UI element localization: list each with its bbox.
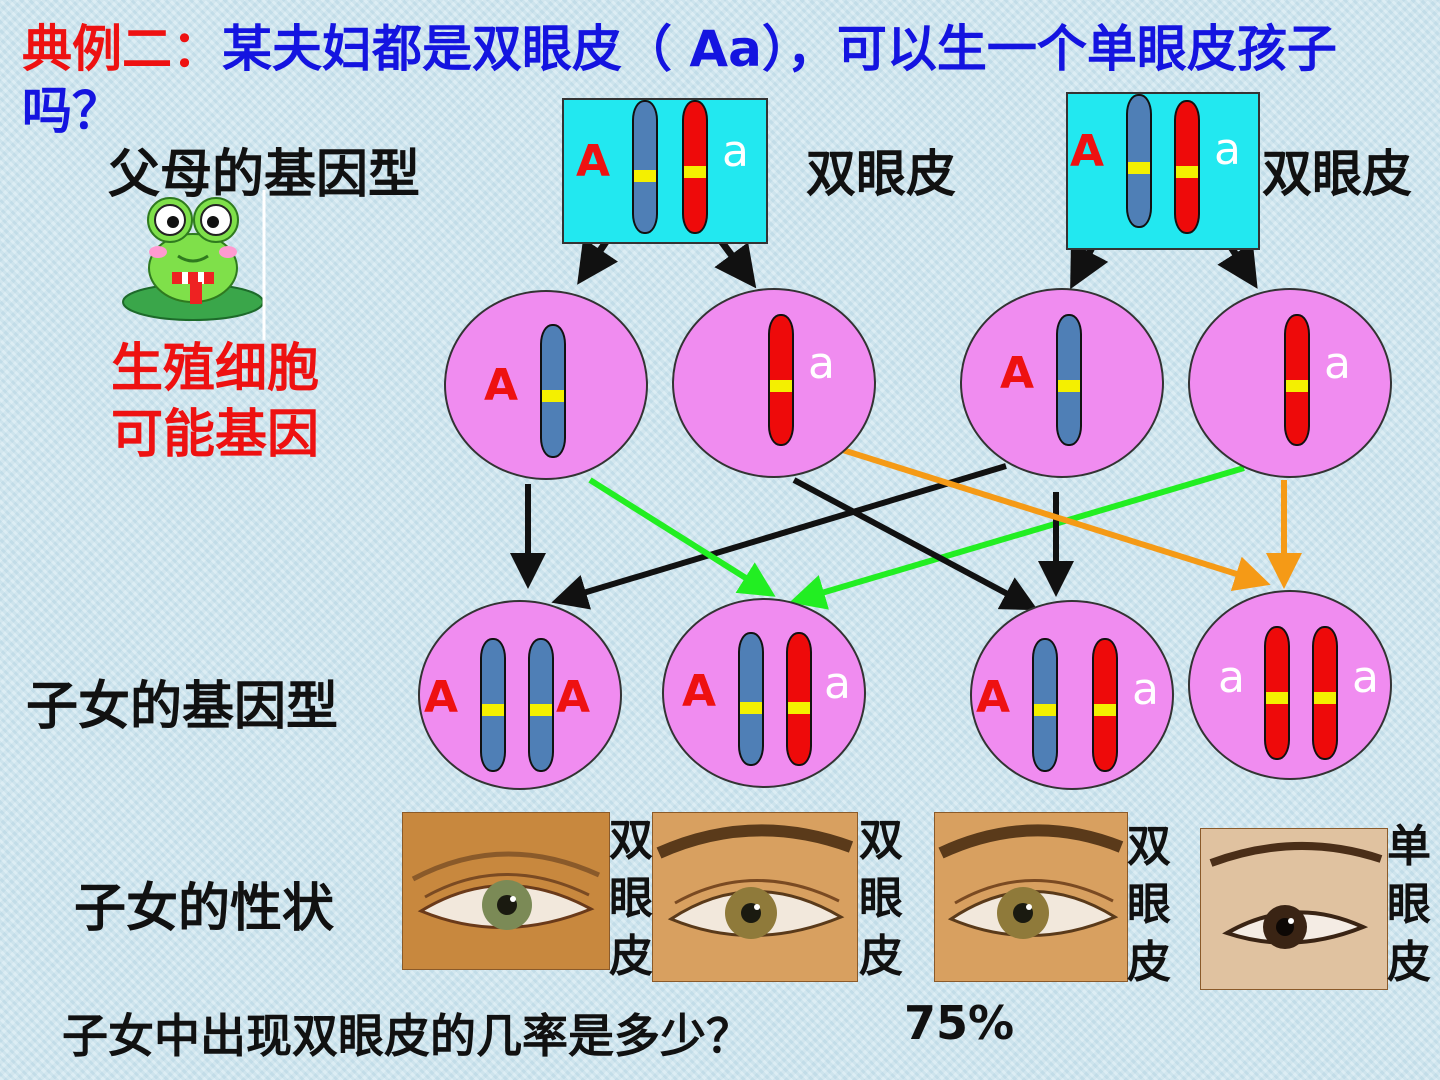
arrow-g4-o2 bbox=[798, 468, 1244, 600]
gene-band bbox=[770, 380, 792, 392]
offspring-allele: A bbox=[424, 676, 458, 720]
offspring-cell: A a bbox=[970, 600, 1174, 790]
trait-char: 皮 bbox=[1124, 934, 1174, 992]
gene-band bbox=[482, 704, 504, 716]
trait-char: 眼 bbox=[1384, 876, 1434, 934]
chromosome-red bbox=[786, 632, 812, 766]
parent1-phenotype: 双眼皮 bbox=[806, 134, 956, 206]
gene-band bbox=[788, 702, 810, 714]
parent1-genotype-box: A a bbox=[562, 98, 768, 244]
offspring-allele: a bbox=[824, 662, 851, 706]
parent1-allele-dominant: A bbox=[576, 140, 610, 184]
offspring-allele: A bbox=[682, 670, 716, 714]
chromosome-blue bbox=[632, 100, 658, 234]
gene-band bbox=[1314, 692, 1336, 704]
trait-label: 单 眼 皮 bbox=[1384, 818, 1434, 992]
trait-char: 双 bbox=[606, 812, 656, 870]
parent2-allele-dominant: A bbox=[1070, 130, 1104, 174]
parent2-allele-recessive: a bbox=[1214, 128, 1241, 172]
chromosome-red bbox=[1264, 626, 1290, 760]
double-eyelid-eye-image bbox=[934, 812, 1128, 982]
gamete-cell: A bbox=[960, 288, 1164, 478]
trait-char: 眼 bbox=[856, 870, 906, 928]
chromosome-red bbox=[1312, 626, 1338, 760]
gene-band bbox=[684, 166, 706, 178]
parent2-phenotype: 双眼皮 bbox=[1262, 134, 1412, 206]
gamete-allele: A bbox=[1000, 352, 1034, 396]
offspring-cell: A A bbox=[418, 600, 622, 790]
single-eyelid-eye-image bbox=[1200, 828, 1388, 990]
arrow-g1-o2 bbox=[590, 480, 768, 592]
double-eyelid-eye-image bbox=[402, 812, 610, 970]
trait-char: 双 bbox=[1124, 818, 1174, 876]
gamete-allele: A bbox=[484, 364, 518, 408]
parent1-allele-recessive: a bbox=[722, 130, 749, 174]
offspring-allele: A bbox=[556, 676, 590, 720]
offspring-allele: a bbox=[1132, 668, 1159, 712]
probability-question: 子女中出现双眼皮的几率是多少？ bbox=[62, 1000, 752, 1066]
chromosome-red bbox=[1092, 638, 1118, 772]
chromosome-blue bbox=[540, 324, 566, 458]
gamete-cell: a bbox=[1188, 288, 1392, 478]
trait-char: 单 bbox=[1384, 818, 1434, 876]
gene-band bbox=[740, 702, 762, 714]
gene-band bbox=[1266, 692, 1288, 704]
chromosome-blue bbox=[1056, 314, 1082, 446]
arrow-g3-o1 bbox=[560, 466, 1006, 600]
gene-band bbox=[1286, 380, 1308, 392]
trait-char: 皮 bbox=[1384, 934, 1434, 992]
trait-label: 双 眼 皮 bbox=[1124, 818, 1174, 992]
trait-label: 双 眼 皮 bbox=[856, 812, 906, 986]
chromosome-red bbox=[1174, 100, 1200, 234]
trait-char: 眼 bbox=[606, 870, 656, 928]
trait-char: 双 bbox=[856, 812, 906, 870]
offspring-allele: a bbox=[1218, 656, 1245, 700]
probability-answer: 75% bbox=[904, 996, 1014, 1050]
trait-char: 皮 bbox=[856, 928, 906, 986]
double-eyelid-eye-image bbox=[652, 812, 858, 982]
gene-band bbox=[1128, 162, 1150, 174]
gamete-allele: a bbox=[808, 342, 835, 386]
gamete-allele: a bbox=[1324, 342, 1351, 386]
gene-band bbox=[1176, 166, 1198, 178]
gene-band bbox=[1058, 380, 1080, 392]
offspring-cell: a a bbox=[1188, 590, 1392, 780]
chromosome-red bbox=[768, 314, 794, 446]
offspring-allele: A bbox=[976, 676, 1010, 720]
offspring-cell: A a bbox=[662, 598, 866, 788]
trait-char: 皮 bbox=[606, 928, 656, 986]
gene-band bbox=[634, 170, 656, 182]
gene-band bbox=[530, 704, 552, 716]
chromosome-red bbox=[682, 100, 708, 234]
offspring-allele: a bbox=[1352, 656, 1379, 700]
chromosome-red bbox=[1284, 314, 1310, 446]
gene-band bbox=[1094, 704, 1116, 716]
chromosome-blue bbox=[738, 632, 764, 766]
trait-label: 双 眼 皮 bbox=[606, 812, 656, 986]
chromosome-blue bbox=[1126, 94, 1152, 228]
chromosome-blue bbox=[1032, 638, 1058, 772]
gamete-cell: A bbox=[444, 290, 648, 480]
gamete-cell: a bbox=[672, 288, 876, 478]
gene-band bbox=[1034, 704, 1056, 716]
chromosome-blue bbox=[528, 638, 554, 772]
gene-band bbox=[542, 390, 564, 402]
trait-char: 眼 bbox=[1124, 876, 1174, 934]
parent2-genotype-box: A a bbox=[1066, 92, 1260, 250]
chromosome-blue bbox=[480, 638, 506, 772]
